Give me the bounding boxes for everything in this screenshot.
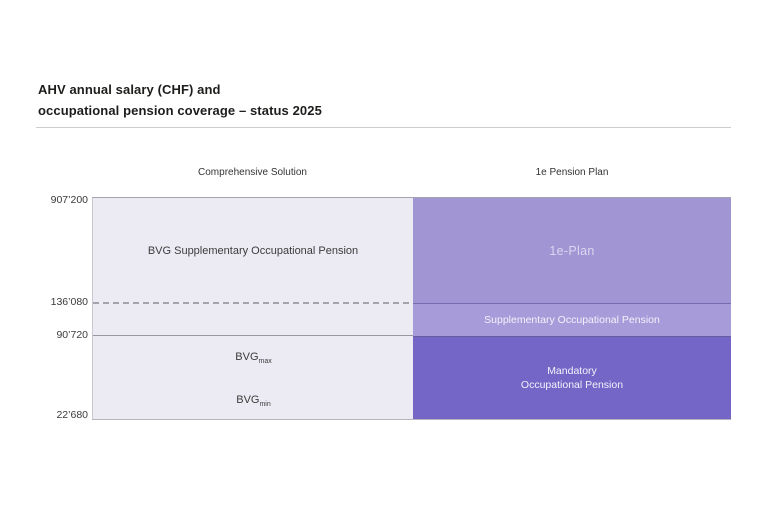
segment-bvg-supplementary-pension: BVG Supplementary Occupational Pension bbox=[93, 198, 413, 303]
segment-1e-plan-label: 1e-Plan bbox=[549, 243, 595, 258]
segment-mandatory-occupational-pension: Mandatory Occupational Pension bbox=[413, 336, 731, 419]
column-1e-pension-plan: 1e-Plan Supplementary Occupational Pensi… bbox=[413, 198, 731, 419]
segment-1e-plan: 1e-Plan bbox=[413, 198, 731, 303]
segment-supplementary-occupational-pension: Supplementary Occupational Pension bbox=[413, 303, 731, 336]
label-bvg-max: BVGmax bbox=[93, 351, 414, 366]
chart-area: BVG Supplementary Occupational Pension B… bbox=[92, 197, 731, 420]
column-header-1e-pension-plan: 1e Pension Plan bbox=[535, 167, 609, 178]
bvg-max-base: BVG bbox=[235, 351, 259, 363]
axis-label-90720: 90’720 bbox=[56, 329, 88, 341]
dashed-line-136080 bbox=[93, 302, 414, 304]
axis-label-907200: 907’200 bbox=[50, 194, 88, 206]
label-bvg-min: BVGmin bbox=[93, 394, 414, 409]
title-divider bbox=[36, 127, 731, 128]
bvg-max-subscript: max bbox=[258, 358, 272, 366]
segment-bvg-supplementary-pension-label: BVG Supplementary Occupational Pension bbox=[147, 244, 359, 257]
axis-label-136080: 136’080 bbox=[50, 296, 88, 308]
column-comprehensive-solution: BVG Supplementary Occupational Pension B… bbox=[92, 198, 414, 419]
page-title-line2: occupational pension coverage – status 2… bbox=[38, 103, 322, 118]
page-title-line1: AHV annual salary (CHF) and bbox=[38, 82, 221, 97]
bvg-min-subscript: min bbox=[259, 401, 271, 409]
bvg-min-base: BVG bbox=[236, 394, 260, 406]
segment-mandatory-line2: Occupational Pension bbox=[520, 379, 624, 391]
axis-label-22680: 22’680 bbox=[56, 409, 88, 421]
page-title: AHV annual salary (CHF) and occupational… bbox=[38, 79, 322, 121]
segment-mandatory-line1: Mandatory bbox=[547, 365, 597, 377]
column-header-comprehensive-solution: Comprehensive Solution bbox=[198, 167, 307, 178]
segment-supplementary-occupational-pension-label: Supplementary Occupational Pension bbox=[484, 314, 660, 326]
boundary-line-90720 bbox=[93, 335, 414, 336]
